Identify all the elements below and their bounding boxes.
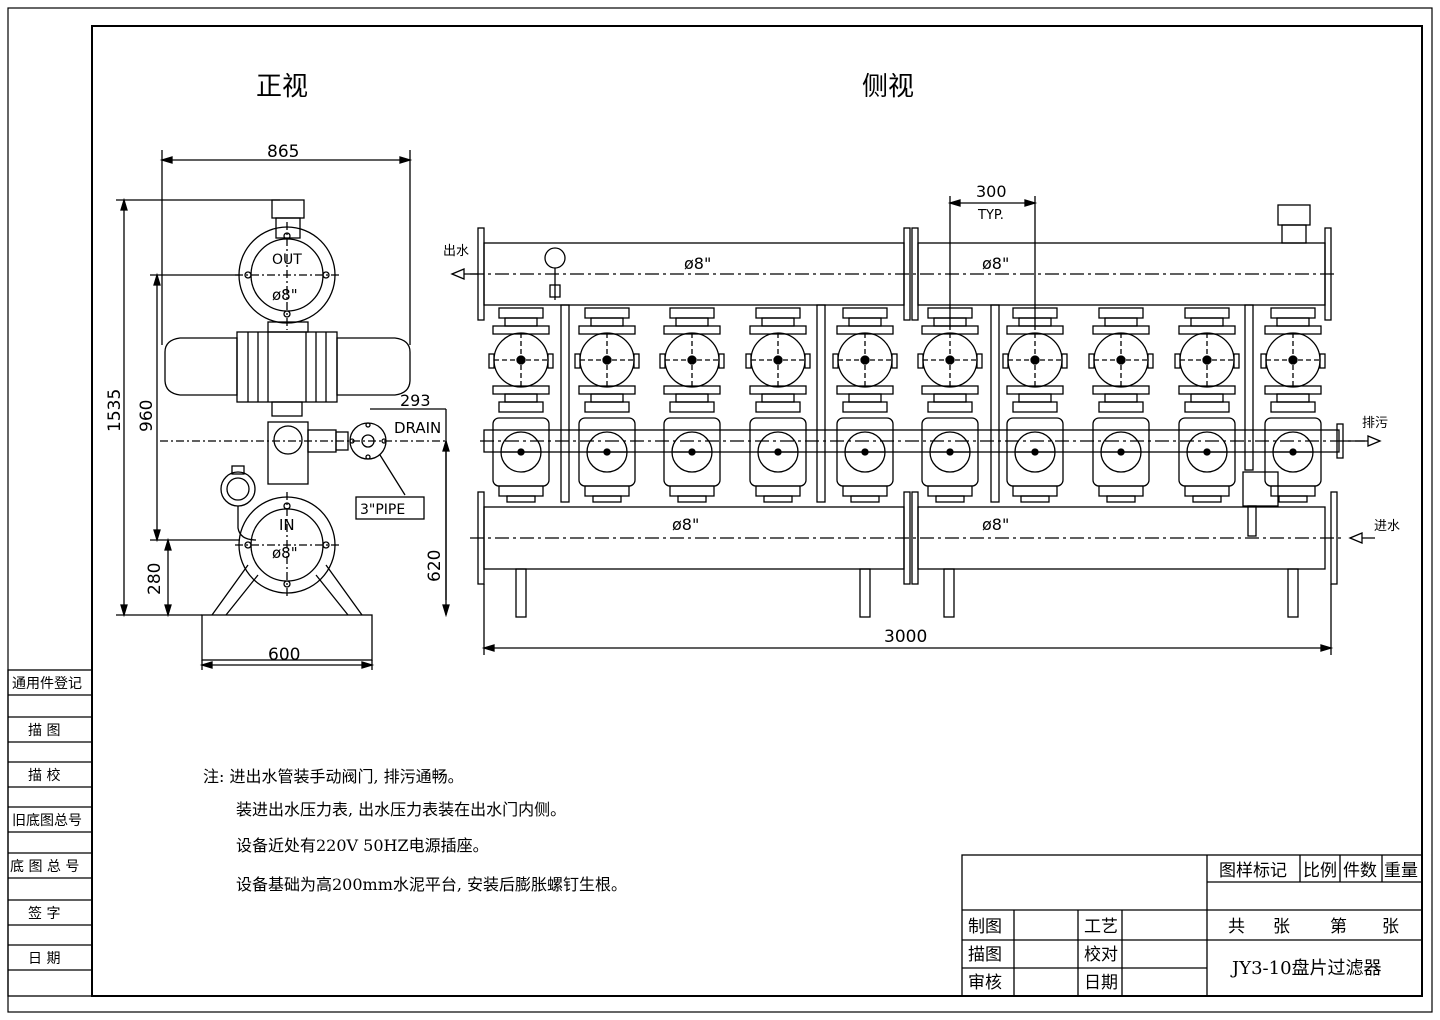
side-panel	[7, 669, 93, 997]
title-block	[961, 854, 1423, 997]
outlet-label: OUT	[272, 252, 302, 268]
inlet-size: ø8"	[272, 544, 298, 562]
dim-drain: 293	[400, 391, 431, 410]
tb-sheet-unit2: 张	[1382, 917, 1399, 937]
tb-header-scale: 比例	[1303, 861, 1337, 881]
dim-width: 865	[267, 142, 299, 162]
tb-row2-a: 描图	[968, 945, 1002, 965]
tb-row3-a: 审核	[968, 973, 1002, 993]
drawing-name: JY3-10盘片过滤器	[1230, 958, 1382, 979]
dim-overall-length: 3000	[884, 627, 927, 647]
dim-spacing-note: TYP.	[977, 208, 1004, 223]
tb-row1-b: 工艺	[1084, 917, 1118, 937]
top-pipe-right: ø8"	[982, 254, 1009, 273]
note-line-1: 注: 进出水管装手动阀门, 排污通畅。	[203, 767, 464, 786]
note-line-2: 装进出水压力表, 出水压力表装在出水门内侧。	[236, 800, 566, 819]
tb-row3-b: 日期	[1084, 973, 1118, 993]
dim-inlet-height: 620	[425, 550, 445, 582]
panel-cell-5: 底 图 总 号	[10, 859, 79, 875]
top-pipe-left: ø8"	[684, 254, 711, 273]
panel-cell-2: 描 图	[28, 723, 60, 739]
tb-sheet-unit: 张	[1273, 917, 1290, 937]
outlet-water-label: 出水	[443, 244, 469, 259]
inlet-label: IN	[279, 516, 295, 534]
front-view	[116, 150, 450, 670]
dim-base-height: 280	[145, 563, 165, 595]
panel-cell-3: 描 校	[28, 767, 60, 784]
outlet-size: ø8"	[272, 286, 298, 304]
dim-mid-height: 960	[137, 400, 157, 432]
tb-header-count: 件数	[1343, 861, 1377, 881]
inlet-water-label: 进水	[1374, 519, 1400, 534]
tb-sheet-total: 共	[1228, 917, 1245, 937]
side-view	[450, 196, 1382, 655]
bottom-pipe-right: ø8"	[982, 515, 1009, 534]
drain-label: DRAIN	[394, 419, 441, 437]
tb-row2-b: 校对	[1084, 945, 1118, 965]
tb-header-mark: 图样标记	[1219, 861, 1287, 881]
panel-cell-6: 签 字	[28, 905, 60, 922]
side-view-title: 侧视	[862, 72, 914, 102]
tb-sheet-no: 第	[1330, 917, 1347, 937]
bottom-pipe-left: ø8"	[672, 515, 699, 534]
note-line-3: 设备近处有220V 50HZ电源插座。	[236, 836, 489, 855]
panel-cell-7: 日 期	[28, 951, 60, 967]
tb-row1-a: 制图	[968, 917, 1002, 937]
dim-spacing: 300	[976, 182, 1007, 201]
panel-cell-4: 旧底图总号	[12, 813, 82, 829]
tb-header-weight: 重量	[1384, 861, 1418, 881]
dim-total-height: 1535	[105, 389, 125, 432]
dim-base: 600	[268, 645, 300, 665]
pipe-label: 3"PIPE	[360, 502, 405, 518]
front-view-title: 正视	[256, 72, 308, 102]
panel-cell-1: 通用件登记	[12, 676, 82, 692]
note-line-4: 设备基础为高200mm水泥平台, 安装后膨胀螺钉生根。	[236, 875, 627, 894]
drain-water-label: 排污	[1362, 416, 1388, 431]
